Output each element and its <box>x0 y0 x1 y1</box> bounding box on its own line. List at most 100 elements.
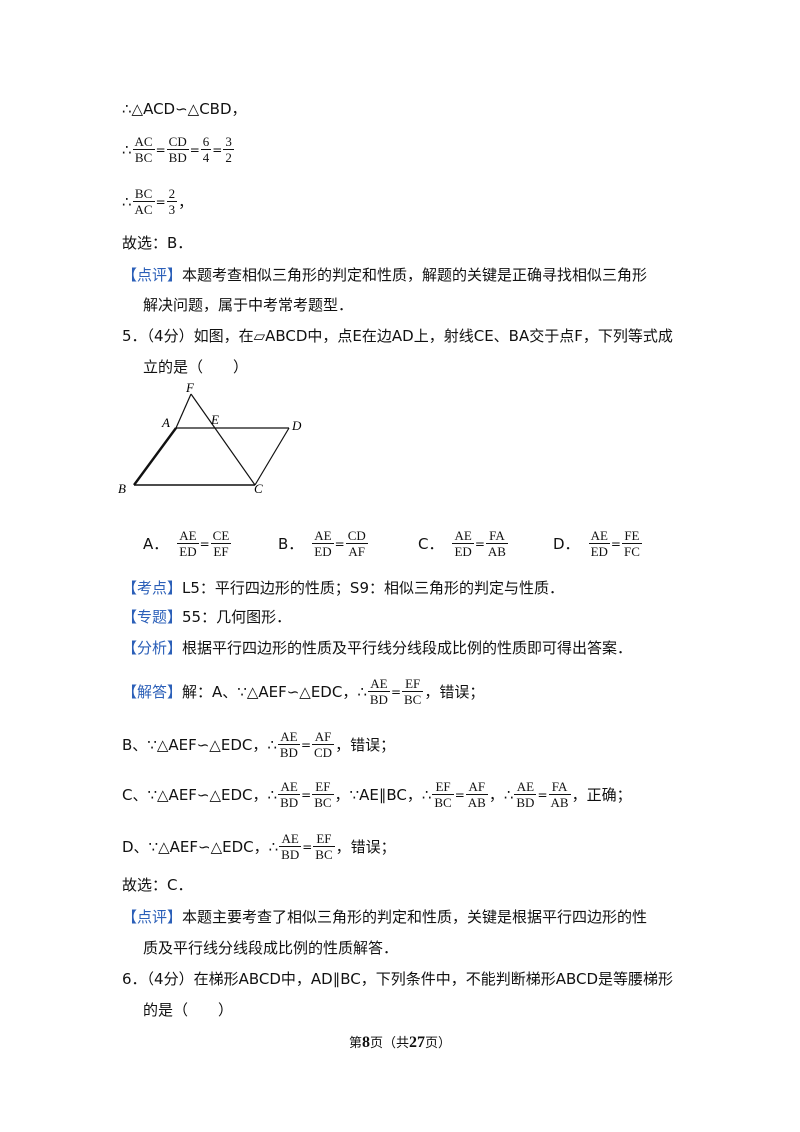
label-B: B <box>118 481 126 496</box>
equals-sign: = <box>474 536 485 551</box>
solution-text: ，∴ <box>488 785 514 804</box>
label-D: D <box>291 418 302 433</box>
equals-sign: = <box>454 787 465 802</box>
analysis: 【分析】根据平行四边形的性质及平行线分线段成比例的性质即可得出答案． <box>122 637 632 659</box>
solution-text: D、∵△AEF∽△EDC，∴ <box>122 837 279 856</box>
total-pages: 27 <box>409 1034 425 1051</box>
question-6-cont: 的是（ ） <box>143 1001 234 1019</box>
equals-sign: = <box>199 536 210 551</box>
solution-text: B、∵△AEF∽△EDC，∴ <box>122 735 277 754</box>
segment-BA <box>133 427 177 486</box>
segment-DC <box>254 427 290 486</box>
parallelogram-figure: F A E D B C <box>118 380 302 496</box>
equals-sign: = <box>212 142 223 157</box>
comment-text: 本题考查相似三角形的判定和性质，解题的关键是正确寻找相似三角形 <box>182 266 648 284</box>
question-5: 5．（4分）如图，在▱ABCD中，点E在边AD上，射线CE、BA交于点F，下列等… <box>122 327 673 345</box>
solution-tag: 【解答】 <box>122 682 183 701</box>
comment-tag: 【点评】 <box>122 266 183 284</box>
answer-choice-b: 故选：B． <box>122 234 193 252</box>
option-label: A． <box>143 535 169 553</box>
topic-tag: 【专题】 <box>122 608 183 626</box>
page-number: 8 <box>361 1034 370 1051</box>
comment-paragraph-1: 【点评】本题考查相似三角形的判定和性质，解题的关键是正确寻找相似三角形 <box>122 264 647 286</box>
question-6: 6．（4分）在梯形ABCD中，AD∥BC，下列条件中，不能判断梯形ABCD是等腰… <box>122 970 674 988</box>
verdict-text: ，正确； <box>571 785 632 804</box>
solution-text: C、∵△AEF∽△EDC，∴ <box>122 785 278 804</box>
topic-text: 55：几何图形． <box>182 608 292 626</box>
comment-tag: 【点评】 <box>122 908 183 926</box>
footer-text: 页（共 <box>369 1035 409 1050</box>
topic: 【专题】55：几何图形． <box>122 606 291 628</box>
answer-choice-c: 故选：C． <box>122 876 193 894</box>
equals-sign: = <box>301 787 312 802</box>
option-label: C． <box>418 535 444 553</box>
label-C: C <box>254 481 263 496</box>
exam-point: 【考点】L5：平行四边形的性质；S9：相似三角形的判定与性质． <box>122 577 564 599</box>
equals-sign: = <box>610 536 621 551</box>
footer-text: 页） <box>425 1035 452 1050</box>
option-label: B． <box>278 535 304 553</box>
label-E: E <box>210 412 219 427</box>
comment-paragraph-2-cont: 质及平行线分线段成比例的性质解答． <box>143 939 399 957</box>
solution-text: ，∵AE∥BC，∴ <box>334 785 432 804</box>
verdict-text: ，错误； <box>335 735 396 754</box>
comment-paragraph-1-cont: 解决问题，属于中考常考题型． <box>143 296 354 314</box>
verdict-text: ，错误； <box>335 837 396 856</box>
equals-sign: = <box>189 142 200 157</box>
equals-sign: = <box>334 536 345 551</box>
therefore-symbol: ∴ <box>122 140 132 159</box>
segment-AF <box>175 393 192 429</box>
page-footer: 第8页（共27页） <box>0 1032 800 1052</box>
analysis-text: 根据平行四边形的性质及平行线分线段成比例的性质即可得出答案． <box>182 639 633 657</box>
comment-text: 本题主要考查了相似三角形的判定和性质，关键是根据平行四边形的性 <box>182 908 648 926</box>
equals-sign: = <box>300 737 312 752</box>
verdict-text: ，错误； <box>424 682 485 701</box>
ray-FC <box>190 393 256 486</box>
exam-point-tag: 【考点】 <box>122 579 183 597</box>
equals-sign: = <box>302 839 313 854</box>
label-A: A <box>161 415 170 430</box>
option-label: D． <box>553 535 580 553</box>
exam-point-text: L5：平行四边形的性质；S9：相似三角形的判定与性质． <box>182 579 564 597</box>
footer-text: 第 <box>348 1035 362 1050</box>
question-5-cont: 立的是（ ） <box>143 358 249 376</box>
analysis-tag: 【分析】 <box>122 639 183 657</box>
equals-sign: = <box>155 142 166 157</box>
punctuation: ， <box>178 192 194 211</box>
therefore-symbol: ∴ <box>122 192 132 211</box>
